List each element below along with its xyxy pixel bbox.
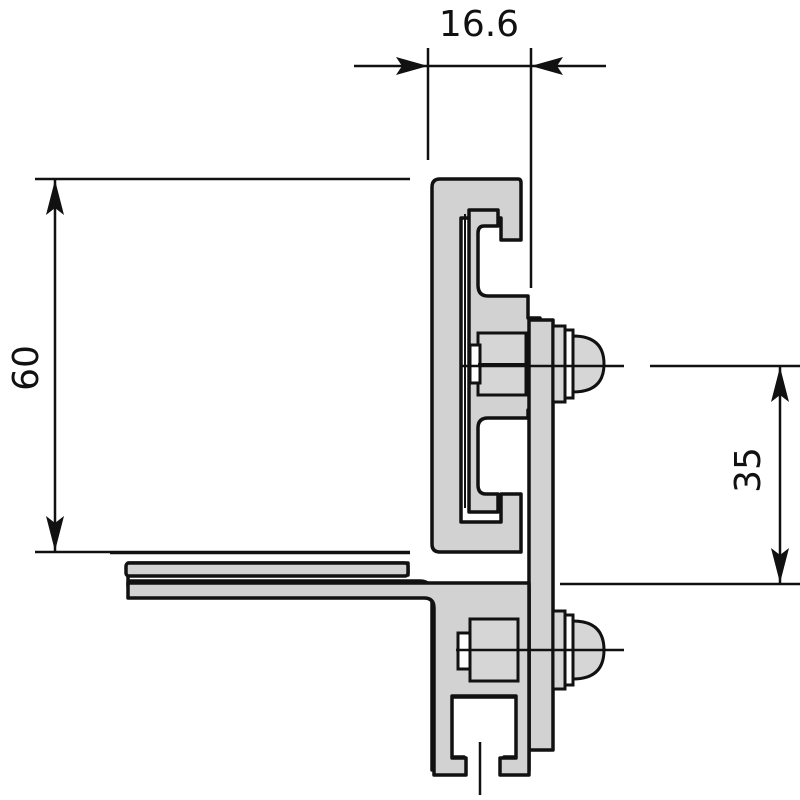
dimension-label-60: 60 [6,345,47,391]
upper-bolt [462,324,624,404]
dimension-height-60: 60 [6,177,410,554]
lower-bolt [456,609,624,691]
lower-bracket [110,551,531,795]
vertical-plate [527,318,555,752]
dimension-label-35: 35 [728,447,769,493]
dimension-width-16-6: 16.6 [354,4,606,288]
dimension-label-16-6: 16.6 [439,4,519,45]
dimension-spacing-35: 35 [560,364,800,586]
